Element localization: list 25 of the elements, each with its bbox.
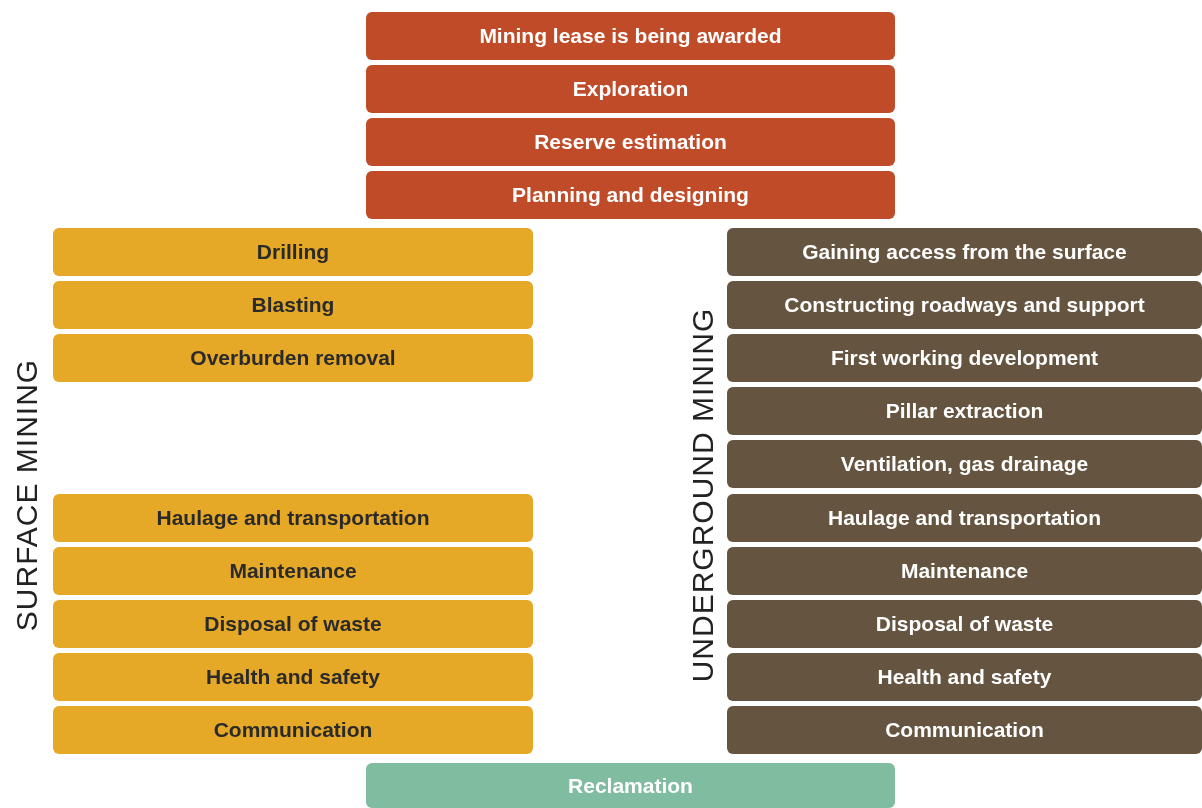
underground-step-box: Communication bbox=[727, 706, 1202, 754]
surface-step-box: Overburden removal bbox=[53, 334, 533, 382]
section-label: UNDERGROUND MINING bbox=[686, 307, 720, 683]
stage-box: Exploration bbox=[366, 65, 895, 113]
underground-step-box: First working development bbox=[727, 334, 1202, 382]
stage-box: Planning and designing bbox=[366, 171, 895, 219]
underground-step-box: Haulage and transportation bbox=[727, 494, 1202, 542]
underground-step-box: Gaining access from the surface bbox=[727, 228, 1202, 276]
surface-step-box: Communication bbox=[53, 706, 533, 754]
underground-step-box: Constructing roadways and support bbox=[727, 281, 1202, 329]
underground-step-box: Pillar extraction bbox=[727, 387, 1202, 435]
stage-box: Mining lease is being awarded bbox=[366, 12, 895, 60]
surface-step-box: Drilling bbox=[53, 228, 533, 276]
surface-step-box: Health and safety bbox=[53, 653, 533, 701]
underground-step-box: Maintenance bbox=[727, 547, 1202, 595]
stage-box: Reclamation bbox=[366, 763, 895, 808]
underground-step-box: Disposal of waste bbox=[727, 600, 1202, 648]
surface-step-box: Blasting bbox=[53, 281, 533, 329]
section-label: SURFACE MINING bbox=[10, 358, 44, 632]
underground-step-box: Ventilation, gas drainage bbox=[727, 440, 1202, 488]
surface-step-box: Haulage and transportation bbox=[53, 494, 533, 542]
surface-step-box: Disposal of waste bbox=[53, 600, 533, 648]
underground-step-box: Health and safety bbox=[727, 653, 1202, 701]
stage-box: Reserve estimation bbox=[366, 118, 895, 166]
surface-step-box: Maintenance bbox=[53, 547, 533, 595]
